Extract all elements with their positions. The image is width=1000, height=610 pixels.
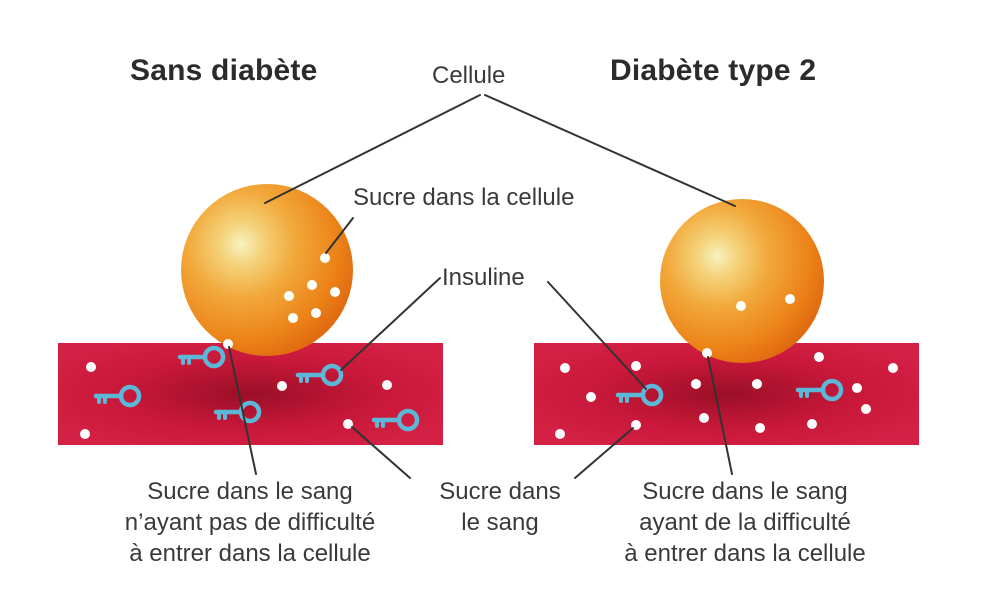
- label-sugar-blood: Sucre dans le sang: [405, 476, 595, 538]
- label-line: ayant de la difficulté: [639, 509, 851, 536]
- label-line: le sang: [461, 509, 539, 536]
- label-sugar-blood-easy: Sucre dans le sang n’ayant pas de diffic…: [65, 476, 435, 569]
- label-sugar-in-cell: Sucre dans la cellule: [353, 184, 575, 211]
- label-sugar-blood-hard: Sucre dans le sang ayant de la difficult…: [560, 476, 930, 569]
- label-line: à entrer dans la cellule: [624, 540, 866, 567]
- sugar-dots-in-blood-right: [555, 352, 898, 439]
- heading-without-diabetes: Sans diabète: [130, 54, 318, 87]
- label-line: n’ayant pas de difficulté: [124, 509, 376, 536]
- sugar-dots-in-cell-left: [223, 253, 340, 349]
- label-insulin: Insuline: [442, 264, 525, 291]
- leader-lines: [228, 94, 736, 479]
- cell-right: [660, 199, 824, 363]
- sugar-dots-in-cell-right: [702, 294, 795, 358]
- sugar-dots-in-blood-left: [80, 362, 392, 439]
- label-cell: Cellule: [432, 62, 506, 89]
- label-line: Sucre dans le sang: [642, 478, 848, 505]
- label-line: à entrer dans la cellule: [129, 540, 371, 567]
- cell-left: [181, 184, 353, 356]
- label-line: Sucre dans: [439, 478, 561, 505]
- label-line: Sucre dans le sang: [147, 478, 353, 505]
- heading-type2-diabetes: Diabète type 2: [610, 54, 817, 87]
